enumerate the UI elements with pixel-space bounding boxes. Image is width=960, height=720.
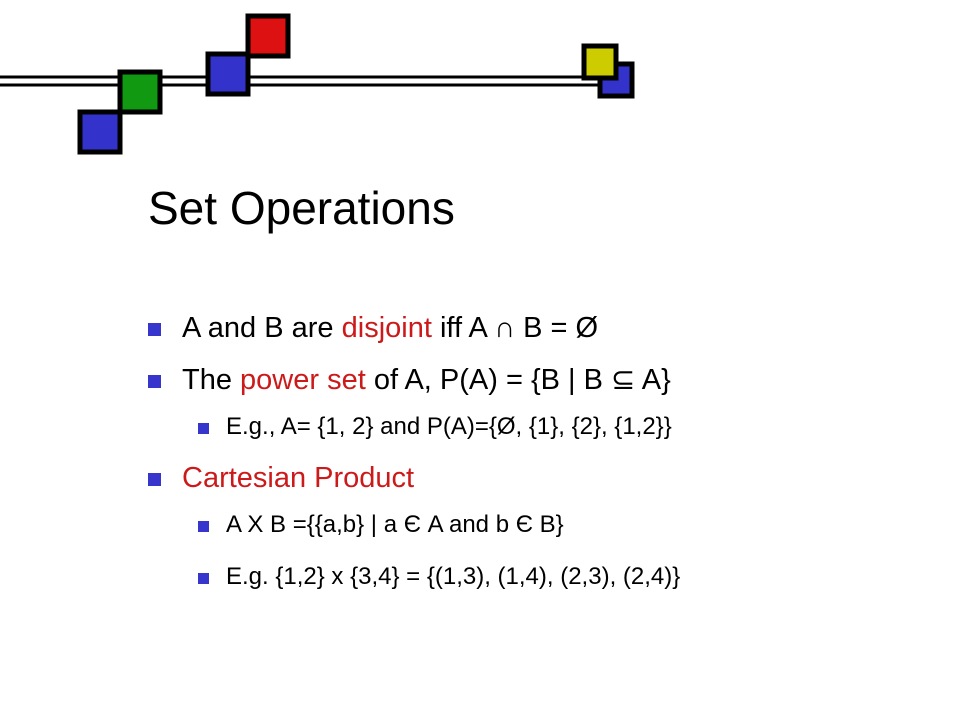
bullet-square bbox=[148, 375, 161, 388]
bullet-cartesian-product: Cartesian Product bbox=[148, 460, 415, 496]
bullet-text: iff A ∩ B = Ø bbox=[431, 312, 599, 344]
bullet-text: A and B are bbox=[182, 312, 342, 344]
bullet-square bbox=[148, 473, 161, 486]
bullet-text: A X B ={{a,b} | a Є A and b Є B} bbox=[226, 511, 564, 538]
term-power-set: power set bbox=[240, 364, 366, 396]
bullet-square bbox=[198, 423, 209, 434]
red-square bbox=[245, 13, 291, 59]
term-cartesian-product: Cartesian Product bbox=[182, 462, 415, 494]
green-square bbox=[117, 69, 163, 115]
sub-bullet-cartesian-example: E.g. {1,2} x {3,4} = {(1,3), (1,4), (2,3… bbox=[198, 562, 681, 592]
bullet-text: of A, P(A) = {B | B ⊆ A} bbox=[365, 364, 671, 396]
bullet-square bbox=[148, 323, 161, 336]
bullet-text: The bbox=[182, 364, 241, 396]
bullet-text: E.g., A= {1, 2} and P(A)={Ø, {1}, {2}, {… bbox=[226, 413, 672, 440]
blue-square bbox=[77, 109, 123, 155]
bullet-power-set: The power set of A, P(A) = {B | B ⊆ A} bbox=[148, 362, 671, 398]
blue-square bbox=[205, 51, 251, 97]
term-disjoint: disjoint bbox=[341, 312, 432, 344]
slide-title: Set Operations bbox=[148, 182, 455, 234]
sub-bullet-cartesian-definition: A X B ={{a,b} | a Є A and b Є B} bbox=[198, 510, 564, 540]
bullet-square bbox=[198, 573, 209, 584]
bullet-square bbox=[198, 521, 209, 532]
yellow-square bbox=[581, 43, 619, 81]
bullet-disjoint: A and B are disjoint iff A ∩ B = Ø bbox=[148, 310, 599, 346]
sub-bullet-power-set-example: E.g., A= {1, 2} and P(A)={Ø, {1}, {2}, {… bbox=[198, 412, 672, 442]
bullet-text: E.g. {1,2} x {3,4} = {(1,3), (1,4), (2,3… bbox=[226, 563, 681, 590]
